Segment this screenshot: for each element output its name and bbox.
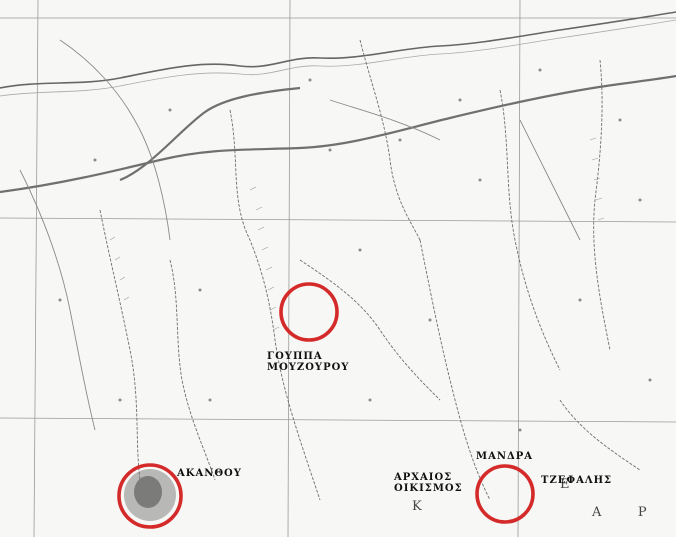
relief-hachures — [109, 137, 605, 331]
label-mandra: ΜΑΝΔΡΑ — [476, 451, 534, 462]
coastline — [0, 11, 676, 89]
label-archaios-oikismos: ΑΡΧΑΙΟΣ ΟΙΚΙΣΜΟΣ — [394, 472, 463, 494]
roads — [0, 74, 676, 194]
sea-text-left: Κ — [412, 499, 426, 514]
map-symbols — [58, 68, 652, 432]
sea-text-mid: Ε — [560, 477, 574, 492]
rivers — [99, 39, 641, 501]
coastline-inner — [0, 19, 676, 97]
town-area — [124, 469, 176, 521]
marker-goupa-mouzourou[interactable] — [279, 282, 339, 342]
label-akanthou: ΑΚΑΝΘΟΥ — [177, 468, 242, 479]
marker-akanthou[interactable] — [117, 463, 183, 529]
label-tzefalis: ΤΖΕΦΑΛΗΣ — [541, 475, 613, 486]
marker-mandra[interactable] — [475, 464, 535, 524]
label-goupa: ΓΟΥΠΠΑ ΜΟΥΖΟΥΡΟΥ — [267, 351, 350, 373]
sea-text: Α Ρ Α — [592, 505, 651, 520]
